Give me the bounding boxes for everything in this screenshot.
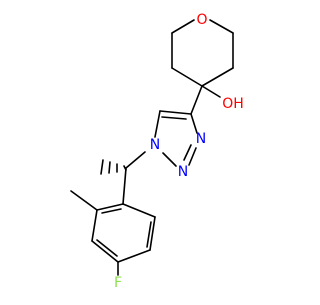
- triazole-n1-label: N: [150, 137, 160, 153]
- bond: [188, 147, 197, 166]
- bond: [146, 221, 152, 248]
- bond: [70, 190, 98, 211]
- bond: [91, 209, 98, 242]
- bond: [149, 216, 156, 251]
- atom-label-layer: O OH N N N F: [114, 12, 244, 291]
- bond: [183, 144, 192, 161]
- structure-canvas: O OH N N N F: [70, 12, 244, 291]
- bond: [122, 167, 127, 205]
- bond: [117, 249, 151, 263]
- stereo-hash-wedge: [100, 159, 127, 175]
- bond: [190, 113, 198, 134]
- triazole-n2-label: N: [178, 164, 188, 180]
- bond-layer: [70, 19, 234, 276]
- bond: [171, 67, 203, 87]
- bond: [201, 85, 221, 98]
- bond: [91, 240, 119, 263]
- bond: [190, 85, 203, 115]
- bond: [122, 203, 156, 218]
- bond: [100, 159, 104, 175]
- bond: [154, 110, 161, 138]
- molecule-drawing: O OH N N N F: [70, 12, 244, 291]
- bond: [161, 116, 187, 120]
- bond: [96, 239, 118, 257]
- bond: [201, 67, 234, 87]
- bond: [125, 151, 146, 169]
- fluorine-label: F: [114, 275, 122, 291]
- bond: [96, 203, 124, 211]
- ring-oxygen-label: O: [196, 12, 207, 28]
- bond: [159, 110, 192, 115]
- hydroxyl-label: OH: [222, 96, 244, 112]
- bond: [209, 19, 234, 34]
- bond: [162, 152, 177, 167]
- bond: [101, 208, 122, 214]
- bond: [171, 19, 195, 34]
- bond: [108, 161, 111, 174]
- triazole-n3-label: N: [196, 131, 206, 147]
- bond: [123, 165, 127, 171]
